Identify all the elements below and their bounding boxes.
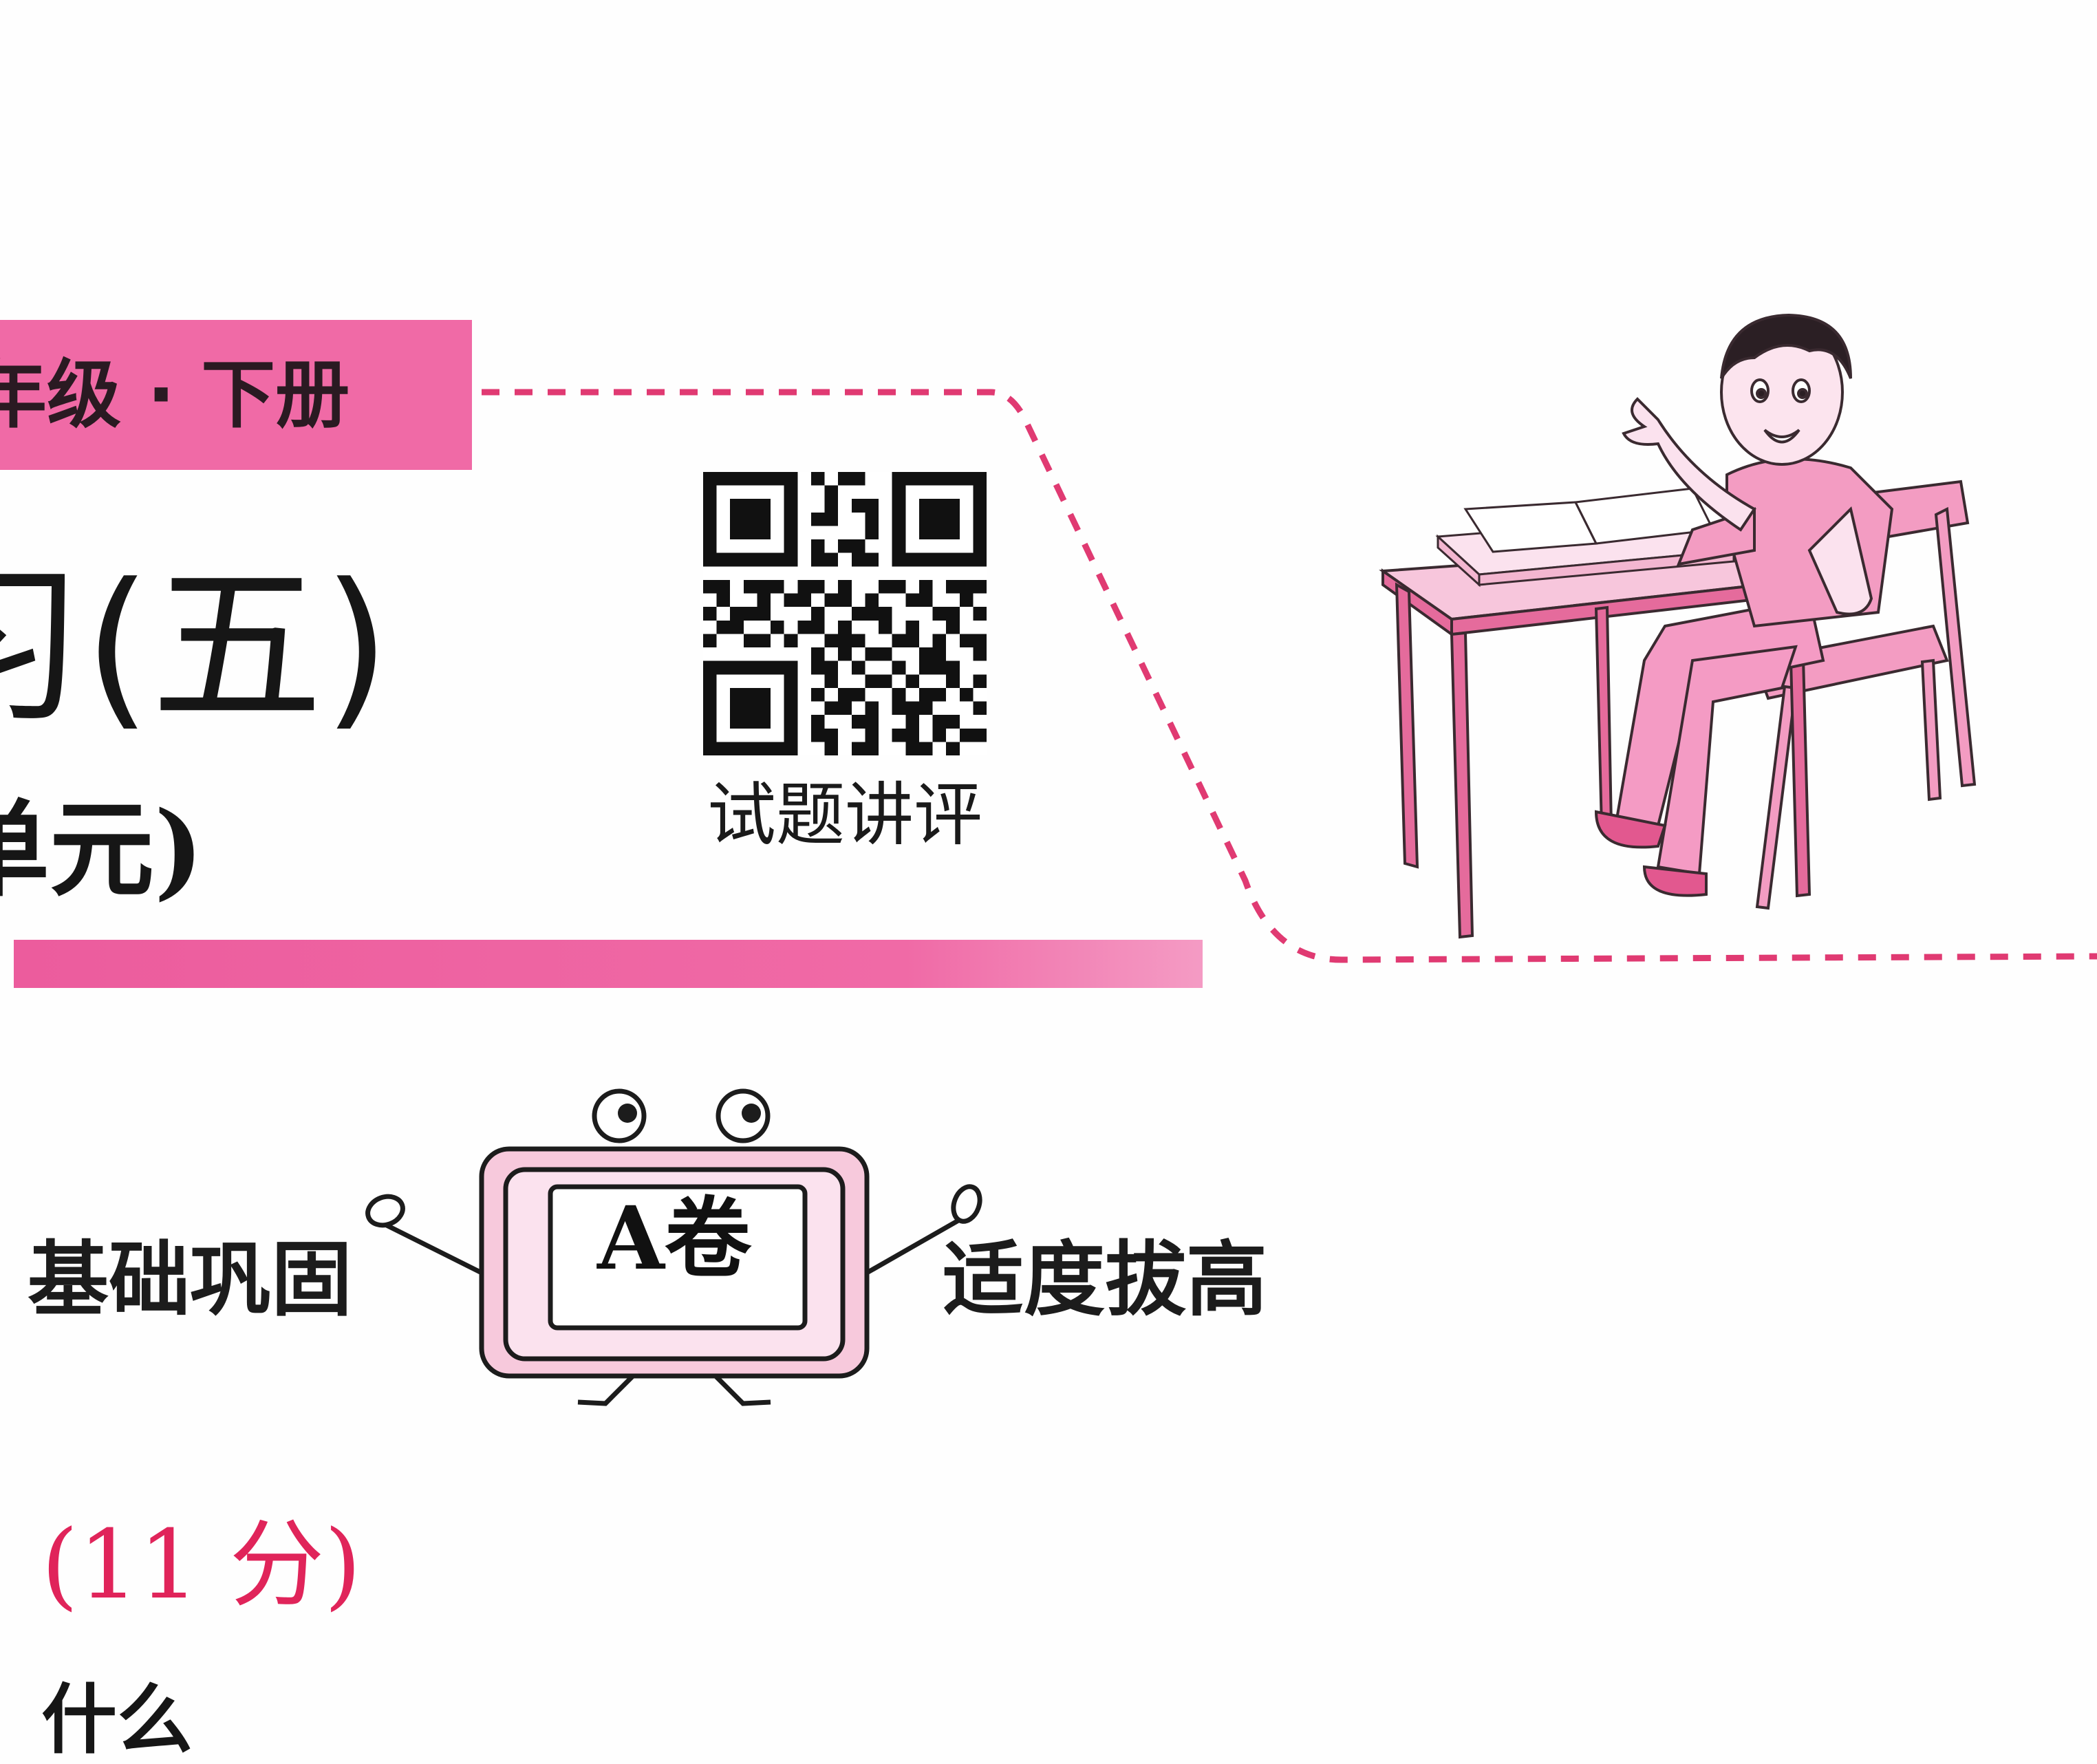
boy-at-desk-illustration	[1379, 313, 1977, 939]
cut-off-text: 什么	[41, 1676, 193, 1764]
paper-a-label: A卷	[597, 1187, 751, 1289]
grade-tab	[0, 320, 472, 470]
qr-caption: 试题讲评	[707, 775, 982, 855]
mascot-tv-icon	[365, 1088, 982, 1406]
banner-right-text: 适度拔高	[943, 1232, 1268, 1327]
grade-label: 年级 · 下册	[0, 352, 350, 438]
page-subtitle: 单元)	[0, 788, 204, 911]
qr-code-icon[interactable]	[703, 472, 987, 755]
banner-left-text: 基础巩固	[28, 1232, 353, 1327]
page-title: 习(五)	[0, 546, 391, 746]
section-score: (11 分)	[41, 1509, 362, 1620]
title-underline	[14, 940, 1203, 988]
